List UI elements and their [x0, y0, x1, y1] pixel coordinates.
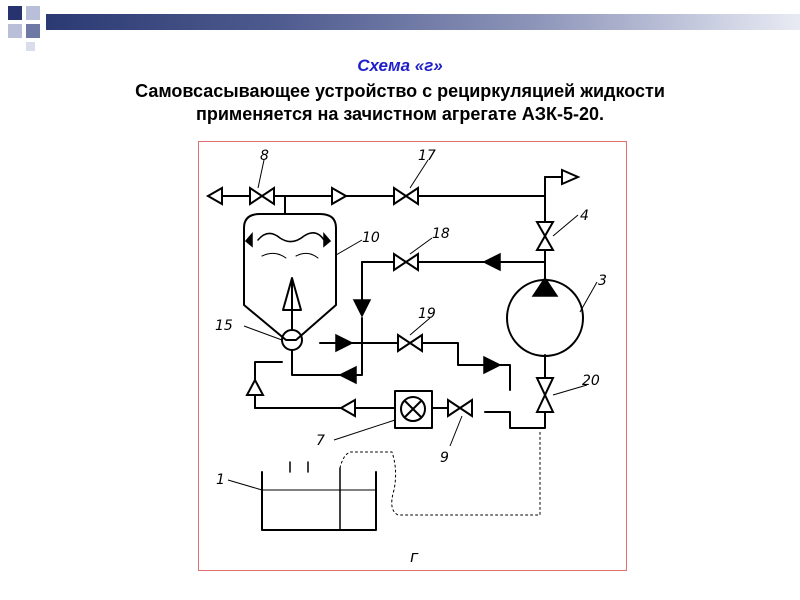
- arrow-filled-right: [483, 355, 502, 375]
- filter-7: [394, 390, 433, 429]
- pipe-valve19: [319, 342, 511, 391]
- label-4: 4: [580, 208, 589, 224]
- pipe-valve20-down: [484, 411, 546, 429]
- decor-square: [8, 24, 22, 38]
- diagram-frame: [198, 141, 627, 571]
- label-1: 1: [216, 472, 225, 488]
- label-19: 19: [418, 306, 436, 322]
- valve-17: [393, 186, 419, 206]
- valve-8: [249, 186, 275, 206]
- decor-square: [8, 6, 22, 20]
- arrow-open-top: [331, 186, 349, 206]
- label-9: 9: [440, 450, 449, 466]
- subtitle-line-1: Самовсасывающее устройство с рециркуляци…: [135, 81, 665, 101]
- label-20: 20: [582, 373, 600, 389]
- decor-square: [26, 6, 40, 20]
- subtitle-line-2: применяется на зачистном агрегате АЗК-5-…: [195, 104, 605, 124]
- label-15: 15: [215, 318, 233, 334]
- pipe-left-riser-2: [254, 361, 283, 381]
- arrow-open-top-left: [205, 186, 223, 206]
- reservoir-1: [261, 471, 377, 531]
- label-10: 10: [362, 230, 380, 246]
- arrow-open-bottom: [338, 398, 356, 418]
- label-3: 3: [598, 273, 607, 289]
- pipe-top: [207, 195, 546, 223]
- label-17: 17: [418, 148, 436, 164]
- slide-title: Схема «г»: [357, 56, 443, 75]
- valve-4: [535, 221, 555, 251]
- arrow-open-outlet: [561, 168, 581, 186]
- tank-10-shell: [243, 213, 337, 341]
- diagram-caption: г: [410, 547, 419, 566]
- suction-hose: [339, 429, 541, 516]
- arrow-filled-down: [352, 299, 372, 318]
- arrow-filled-return: [338, 365, 357, 385]
- valve-18: [393, 252, 419, 272]
- arrow-open-riser: [245, 377, 265, 396]
- arrow-filled-18: [482, 252, 501, 272]
- pipe-return: [291, 317, 363, 376]
- label-8: 8: [260, 148, 269, 164]
- arrow-filled-19: [335, 333, 354, 353]
- decor-square: [26, 42, 35, 51]
- label-7: 7: [316, 433, 325, 449]
- valve-9: [447, 398, 473, 418]
- valve-20: [535, 377, 555, 413]
- arrow-filled-pump-up: [531, 276, 559, 297]
- header-gradient-bar: [46, 14, 800, 30]
- valve-19: [397, 333, 423, 353]
- label-18: 18: [432, 226, 450, 242]
- hydraulic-scheme-diagram: 8 17 4 10 18 3 15 19 20 7 9 1 г: [205, 148, 607, 566]
- slide-subtitle: Самовсасывающее устройство с рециркуляци…: [0, 80, 800, 126]
- decor-square: [26, 24, 40, 38]
